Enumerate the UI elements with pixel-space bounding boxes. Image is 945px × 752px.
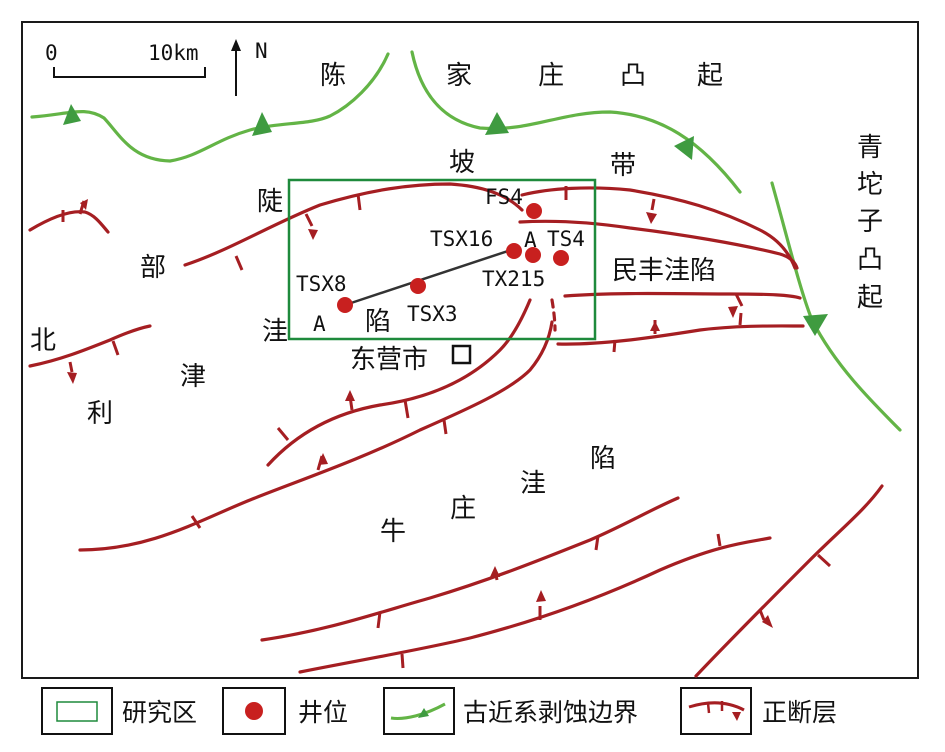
chen-char: 庄	[538, 61, 564, 91]
slope-char: 坡	[449, 148, 475, 178]
normal-faults	[28, 182, 884, 678]
slope-char: 带	[610, 151, 636, 181]
erosion-boundary-icon	[390, 702, 446, 720]
well-label-tx215: TX215	[482, 267, 545, 291]
fault-central-stub	[550, 298, 557, 332]
fault-north-main	[183, 182, 524, 267]
niuzhuang-char: 牛	[380, 517, 406, 547]
fault-central-lower	[78, 320, 554, 552]
label-bei: 北	[30, 326, 56, 356]
fault-west-upper	[28, 210, 110, 234]
chen-char: 起	[697, 61, 723, 91]
fault-west-lower	[28, 324, 152, 368]
well-label-ts4: TS4	[547, 227, 585, 251]
fault-southeast	[694, 484, 884, 678]
legend-label-study-area: 研究区	[122, 698, 197, 727]
scale-start-label: 0	[45, 41, 58, 65]
chen-char: 家	[446, 61, 472, 91]
label-minfeng: 民丰洼陷	[612, 256, 716, 286]
section-line	[344, 247, 515, 307]
well-label-tsx16: TSX16	[430, 227, 493, 251]
legend-box-boundary	[383, 687, 455, 735]
legend: 研究区 井位 古近系剥蚀边界 正断层	[41, 687, 837, 735]
niuzhuang-char: 庄	[450, 494, 476, 524]
label-wa: 洼	[262, 317, 288, 347]
erosion-boundary-middle	[410, 50, 742, 194]
scale-end-label: 10km	[148, 41, 199, 65]
well-label-fs4: FS4	[485, 185, 523, 209]
wells	[337, 203, 569, 313]
chen-char: 陈	[320, 61, 346, 91]
boundary-triangle	[674, 136, 694, 160]
fault-north-east	[520, 186, 797, 270]
boundary-triangle	[485, 112, 509, 135]
legend-label-fault: 正断层	[762, 698, 837, 727]
study-area-box	[287, 178, 597, 341]
fault-south-1	[260, 496, 680, 642]
legend-label-well: 井位	[298, 698, 348, 727]
north-label: N	[255, 39, 268, 63]
legend-label-boundary: 古近系剥蚀边界	[463, 698, 638, 727]
qing-char: 坨	[857, 170, 883, 200]
dongying-city-marker	[451, 344, 472, 365]
scale-bar: 0 10km	[45, 41, 206, 78]
section-end-label: A	[524, 228, 537, 252]
legend-box-study-area	[41, 687, 113, 735]
well-dot-icon	[245, 702, 263, 720]
north-arrow: N	[231, 39, 268, 96]
erosion-boundaries	[30, 50, 902, 432]
qing-char: 起	[857, 283, 883, 313]
niuzhuang-char: 陷	[590, 444, 616, 474]
niuzhuang-char: 洼	[520, 469, 546, 499]
well-dot-tsx16	[506, 243, 522, 259]
slope-char: 陡	[257, 187, 283, 217]
well-label-tsx8: TSX8	[296, 272, 347, 296]
boundary-triangle	[803, 314, 828, 336]
fault-minfeng-middle	[563, 291, 802, 300]
legend-box-fault	[680, 687, 752, 735]
fault-south-2	[298, 536, 772, 674]
label-li: 利	[87, 399, 113, 429]
boundary-triangle	[63, 104, 81, 125]
section-start-label: A	[313, 312, 326, 336]
well-label-tsx3: TSX3	[407, 302, 458, 326]
well-dot-tx215	[525, 247, 541, 263]
well-dot-tsx3	[410, 278, 426, 294]
label-dongying: 东营市	[350, 345, 428, 375]
qing-char: 子	[857, 207, 883, 237]
qing-char: 青	[857, 133, 883, 163]
qing-char: 凸	[857, 245, 883, 275]
label-jin: 津	[180, 362, 206, 392]
erosion-boundary-west	[30, 52, 390, 163]
study-area-box-icon	[56, 701, 98, 722]
label-bu: 部	[140, 253, 166, 283]
region-labels: 陈 家 庄 凸 起 青 坨 子 凸 起 陡 坡 带 部 洼 北 利 津 陷 民丰…	[30, 61, 883, 547]
boundary-triangle	[252, 112, 272, 136]
normal-fault-icon	[688, 701, 745, 712]
label-xian: 陷	[365, 307, 391, 337]
fault-minfeng-lower	[556, 324, 805, 346]
fault-minfeng-upper	[518, 219, 799, 270]
well-dot-tsx8	[337, 297, 353, 313]
fault-central-upper	[266, 298, 532, 467]
well-dot-fs4	[526, 203, 542, 219]
chen-char: 凸	[620, 61, 646, 91]
well-dot-ts4	[553, 250, 569, 266]
